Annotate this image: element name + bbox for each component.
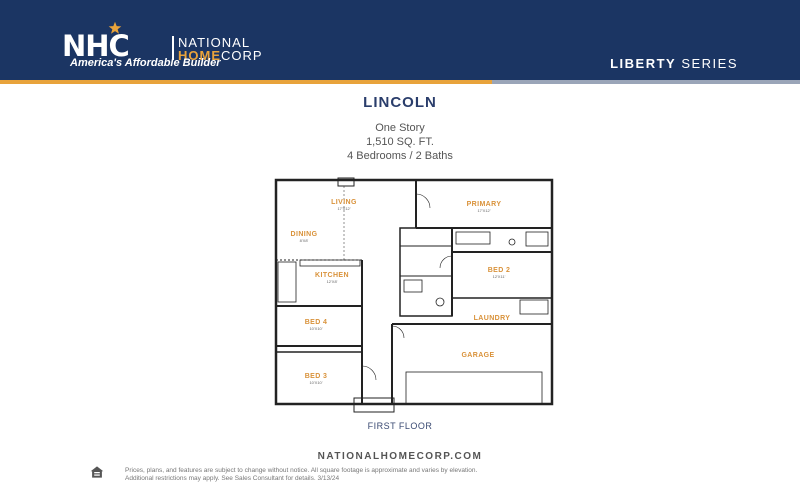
- room-bed2-dim: 12'X11': [493, 274, 506, 279]
- disclaimer-line-1: Prices, plans, and features are subject …: [125, 467, 478, 474]
- room-primary-dim: 17'X12': [477, 208, 490, 213]
- plan-beds-baths: 4 Bedrooms / 2 Baths: [347, 150, 453, 162]
- series-name: LIBERTY SERIES: [610, 56, 738, 71]
- logo-divider: [172, 36, 174, 60]
- logo-tagline: America's Affordable Builder: [70, 57, 221, 69]
- room-laundry-label: LAUNDRY: [474, 315, 511, 322]
- logo-word-national: NATIONAL: [178, 35, 251, 50]
- plan-stories: One Story: [375, 122, 425, 134]
- room-primary-label: PRIMARY: [467, 201, 502, 208]
- floor-label: FIRST FLOOR: [367, 421, 433, 431]
- star-icon: [108, 21, 122, 34]
- room-bed4-label: BED 4: [305, 319, 328, 326]
- plan-sqft: 1,510 SQ. FT.: [366, 136, 434, 148]
- logo-letters: NHC: [62, 29, 130, 63]
- room-bed3-label: BED 3: [305, 373, 328, 380]
- floor-plan: LIVING 17'X12' PRIMARY 17'X12' DINING 8'…: [274, 177, 554, 413]
- room-living-label: LIVING: [331, 199, 357, 206]
- logo-word-homecorp: HOMECORP: [178, 49, 263, 62]
- room-kitchen-dim: 12'X8': [327, 279, 338, 284]
- logo-word-home: HOME: [178, 48, 221, 63]
- room-kitchen-label: KITCHEN: [315, 272, 349, 279]
- series-name-bold: LIBERTY: [610, 56, 677, 71]
- room-living-dim: 17'X12': [337, 206, 350, 211]
- room-garage-label: GARAGE: [461, 352, 494, 359]
- website-link[interactable]: NATIONALHOMECORP.COM: [317, 451, 483, 462]
- disclaimer: Prices, plans, and features are subject …: [125, 467, 725, 483]
- logo-word-corp: CORP: [221, 48, 263, 63]
- room-bed4-dim: 10'X10': [309, 326, 322, 331]
- plan-title: LINCOLN: [363, 94, 437, 111]
- header-banner: NHC NATIONAL HOMECORP America's Affordab…: [0, 0, 800, 80]
- room-bed2-label: BED 2: [488, 267, 511, 274]
- accent-stripe-gray: [492, 80, 800, 84]
- room-bed3-dim: 10'X10': [309, 380, 322, 385]
- disclaimer-line-2: Additional restrictions may apply. See S…: [125, 475, 340, 482]
- room-dining-dim: 8'X8': [300, 238, 309, 243]
- series-name-rest: SERIES: [676, 56, 738, 71]
- accent-stripe-orange: [0, 80, 492, 84]
- room-dining-label: DINING: [291, 231, 318, 238]
- equal-housing-icon: [90, 466, 104, 478]
